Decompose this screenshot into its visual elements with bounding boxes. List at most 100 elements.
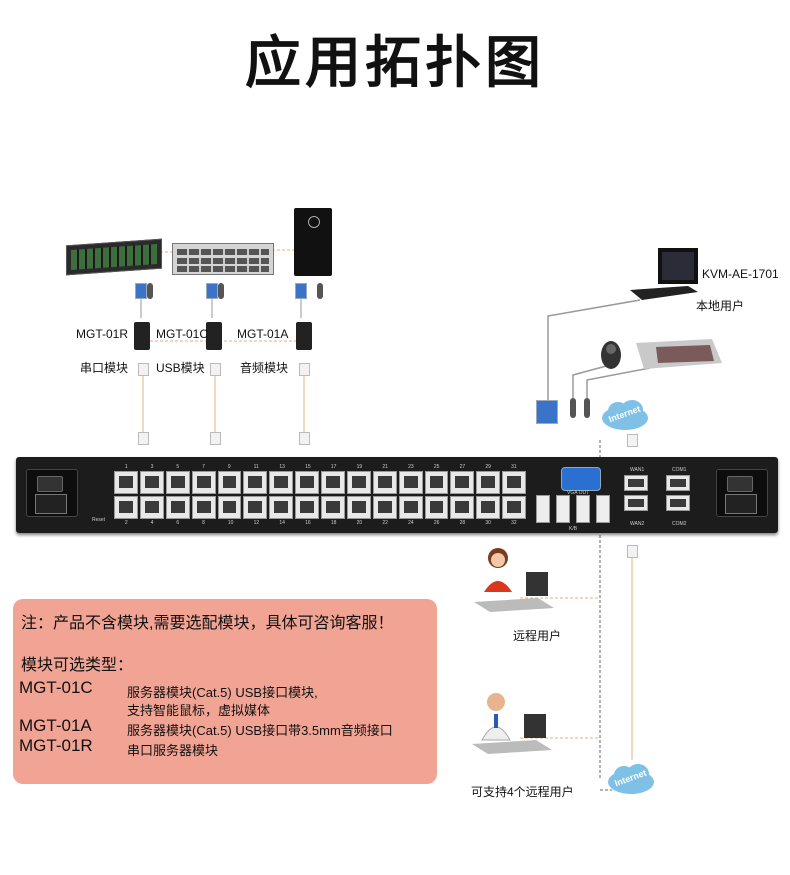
rj45-port[interactable] (450, 496, 475, 519)
rj45-port[interactable] (398, 496, 423, 519)
module-mgt-01a (296, 322, 312, 350)
port-number-label: 27 (459, 464, 466, 470)
note-box: 注：产品不含模块,需要选配模块，具体可咨询客服！ 模块可选类型： MGT-01C… (13, 599, 437, 784)
rj45-port[interactable] (165, 471, 190, 494)
rj45-port[interactable] (191, 496, 216, 519)
rj45-plug-icon (210, 432, 221, 445)
com2-label: COM2 (672, 521, 687, 527)
lan1-label: WAN1 (630, 467, 645, 473)
port-number-label: 5 (176, 464, 180, 470)
vga-out-port[interactable] (561, 467, 601, 491)
rj45-port[interactable] (346, 471, 371, 494)
rj45-port[interactable] (295, 471, 319, 494)
note-desc: 服务器模块(Cat.5) USB接口模块, (127, 685, 318, 700)
ps2-plug-icon (570, 398, 576, 418)
rj45-port[interactable] (321, 471, 345, 494)
vga-plug-icon (206, 283, 218, 299)
rj45-port[interactable] (114, 471, 138, 494)
port-number-label: 13 (279, 464, 285, 470)
rj45-port[interactable] (502, 496, 526, 519)
rj45-port[interactable] (114, 496, 138, 519)
vga-out-label: VGA OUT (567, 490, 590, 496)
remote-support-label: 可支持4个远程用户 (471, 785, 574, 799)
note-desc: 支持智能鼠标，虚拟媒体 (127, 703, 271, 718)
rj45-port[interactable] (424, 496, 449, 519)
mouse-icon (601, 341, 621, 369)
note-model: MGT-01A (19, 716, 92, 735)
com1-port[interactable] (666, 475, 690, 491)
rj45-port[interactable] (243, 471, 268, 494)
ps2-plug-icon (584, 398, 590, 418)
lan2-port[interactable] (624, 495, 648, 511)
module-name-label: 串口模块 (80, 361, 129, 375)
port-number-label: 14 (279, 520, 285, 526)
port-number-label: 16 (305, 520, 311, 526)
hp-logo-icon (308, 216, 320, 228)
module-mgt-01c (206, 322, 222, 350)
lcd-console-icon (630, 248, 698, 300)
port-number-label: 31 (511, 464, 517, 470)
port-number-label: 15 (305, 464, 311, 470)
desktop-pc-device (294, 208, 332, 276)
lan1-port[interactable] (624, 475, 648, 491)
module-name-label: USB模块 (156, 361, 205, 375)
local-vga-cable (547, 299, 641, 400)
rj45-port[interactable] (165, 496, 190, 519)
note-model: MGT-01R (19, 736, 93, 755)
usb-port[interactable] (576, 495, 590, 523)
port-number-label: 24 (408, 520, 414, 526)
rj45-port[interactable] (476, 496, 501, 519)
port-number-label: 19 (356, 464, 363, 470)
port-number-label: 12 (253, 520, 260, 526)
rj45-plug-icon (299, 432, 310, 445)
module-mgt-01r (134, 322, 150, 350)
rj45-port[interactable] (476, 471, 501, 494)
port-number-label: 7 (202, 464, 205, 470)
note-line: 注：产品不含模块,需要选配模块，具体可咨询客服！ (21, 615, 394, 632)
com2-port[interactable] (666, 495, 690, 511)
port-number-label: 11 (253, 464, 259, 470)
rj45-port[interactable] (321, 496, 345, 519)
lan2-label: WAN2 (630, 521, 645, 527)
rj45-port[interactable] (269, 471, 294, 494)
rj45-port[interactable] (217, 496, 242, 519)
usb-port[interactable] (556, 495, 570, 523)
port-number-label: 26 (433, 520, 440, 526)
port-number-label: 32 (511, 520, 517, 526)
note-desc: 服务器模块(Cat.5) USB接口带3.5mm音频接口 (127, 723, 393, 738)
rj45-port[interactable] (243, 496, 268, 519)
rj45-port[interactable] (191, 471, 216, 494)
usb-port[interactable] (596, 495, 610, 523)
port-number-label: 22 (382, 520, 388, 526)
port-number-label: 28 (459, 520, 466, 526)
com1-label: COM1 (672, 467, 687, 473)
usb-plug-icon (218, 283, 224, 299)
rj45-port[interactable] (269, 496, 294, 519)
vga-plug-icon (295, 283, 307, 299)
rj45-port[interactable] (502, 471, 526, 494)
audio-plug-icon (317, 283, 323, 299)
port-number-label: 6 (176, 520, 180, 526)
port-number-label: 21 (382, 464, 388, 470)
rj45-port[interactable] (450, 471, 475, 494)
rj45-port[interactable] (139, 471, 164, 494)
rj45-port[interactable] (372, 496, 397, 519)
reset-label: Reset (92, 517, 106, 523)
power-inlet-right (716, 469, 768, 517)
vga-plug-icon (135, 283, 147, 299)
rj45-port[interactable] (372, 471, 397, 494)
port-number-label: 25 (433, 464, 440, 470)
port-number-label: 30 (485, 520, 491, 526)
port-number-label: 23 (408, 464, 414, 470)
rj45-port[interactable] (346, 496, 371, 519)
internet-cloud-icon (602, 400, 648, 430)
rj45-port[interactable] (424, 471, 449, 494)
rj45-port[interactable] (295, 496, 319, 519)
rj45-port[interactable] (217, 471, 242, 494)
usb-port[interactable] (536, 495, 550, 523)
rj45-port[interactable] (139, 496, 164, 519)
rj45-plug-icon (627, 545, 638, 558)
rj45-port[interactable] (398, 471, 423, 494)
note-heading: 模块可选类型： (21, 657, 134, 674)
